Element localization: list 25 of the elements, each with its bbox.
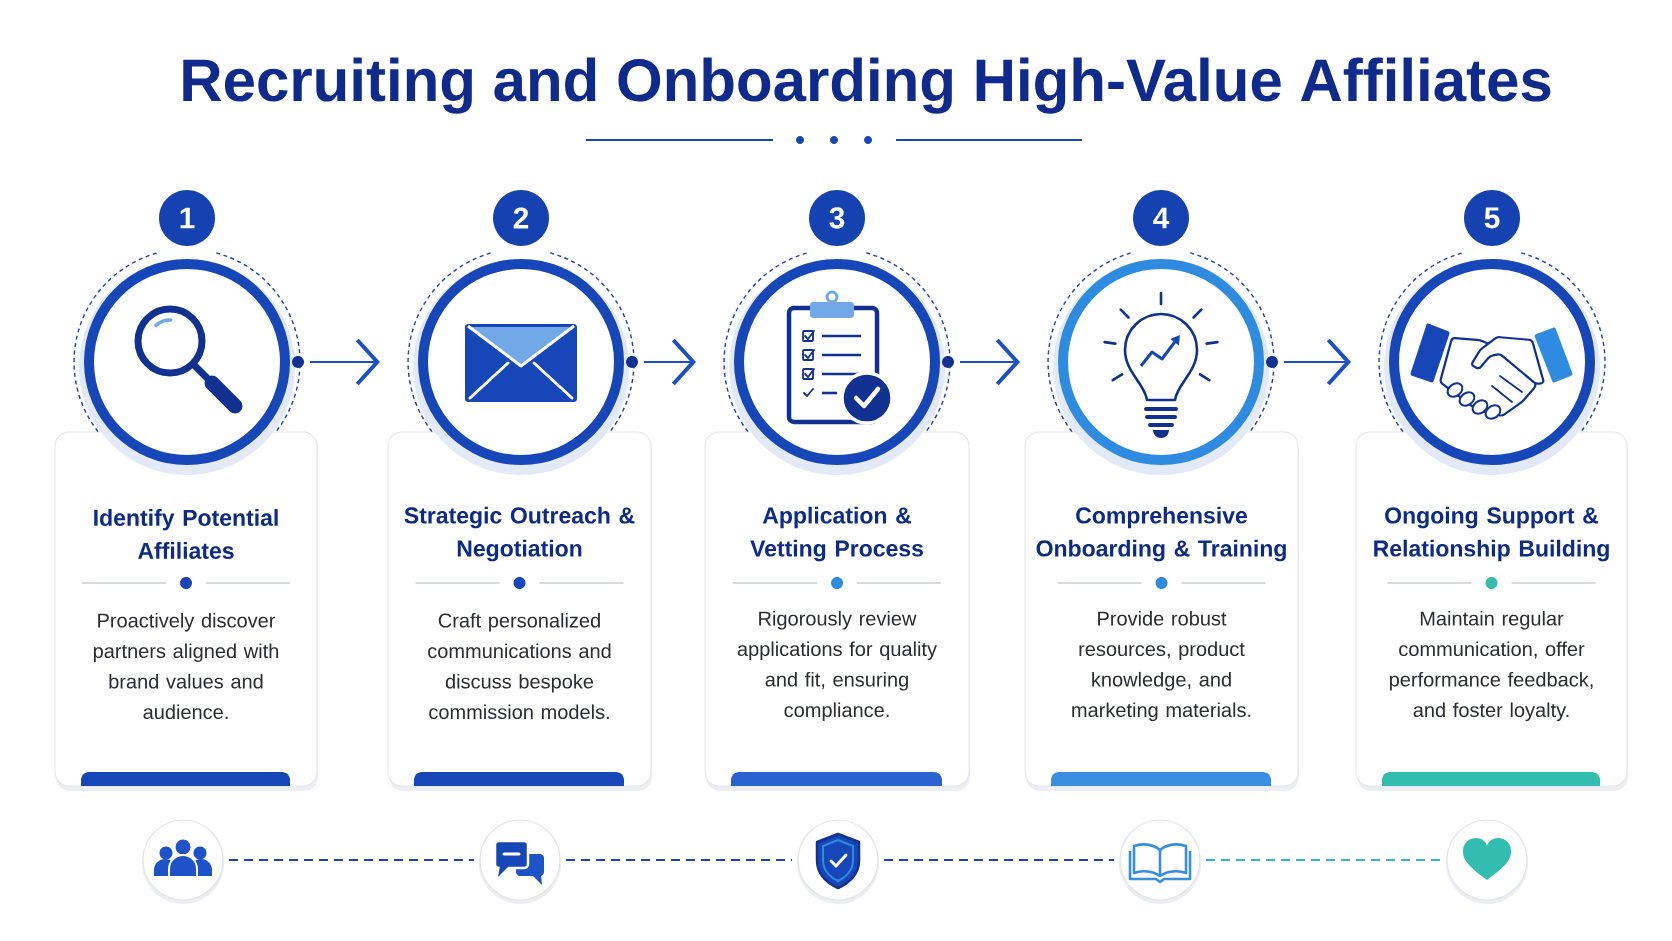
step-heading: Identify Potential Affiliates <box>94 509 278 559</box>
title: Recruiting and Onboarding High-Value Affiliates <box>183 57 1551 114</box>
dashed-line <box>883 859 1115 861</box>
step-card <box>704 431 970 791</box>
number-badge: 1 <box>159 190 215 246</box>
step-heading: Comprehensive Onboarding & Training <box>1036 506 1286 562</box>
step-description: Proactively discover partners aligned with brand values and audience. <box>93 612 279 720</box>
number-badge: 3 <box>809 190 865 246</box>
step-description: Provide robust resources, product knowledge, and marketing materials. <box>1072 610 1251 722</box>
step-description: Rigorously review applications for quality and fit, ensuring compliance. <box>737 610 937 722</box>
step-card <box>387 431 652 791</box>
dashed-line <box>565 859 793 861</box>
step-heading: Ongoing Support & Relationship Building <box>1374 506 1609 562</box>
step-heading: Strategic Outreach & Negotiation <box>404 506 635 562</box>
step-card <box>1355 431 1628 791</box>
step-heading: Application & Vetting Process <box>750 506 923 562</box>
step-description: Craft personalized communications and discuss bespoke commission models. <box>428 612 611 720</box>
step-description: Maintain regular communication, offer performance feedback, and foster loyalty. <box>1389 610 1593 722</box>
dashed-line <box>228 859 475 861</box>
number-badge: 2 <box>493 190 549 246</box>
dashed-line <box>1205 859 1442 861</box>
number-badge: 4 <box>1133 190 1189 246</box>
number-badge: 5 <box>1464 190 1520 246</box>
step-card <box>1024 431 1299 791</box>
step-card <box>54 431 318 791</box>
